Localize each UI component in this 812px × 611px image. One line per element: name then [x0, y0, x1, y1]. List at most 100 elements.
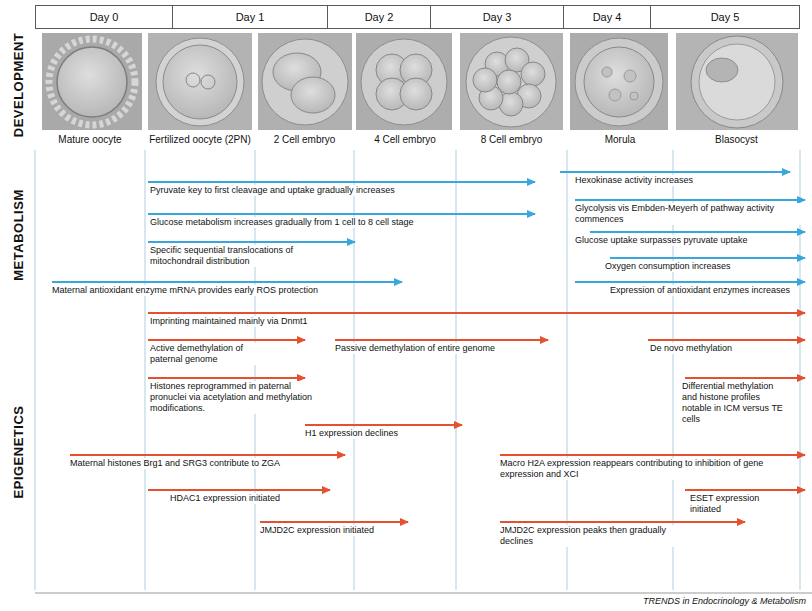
arrow-line [70, 454, 345, 456]
stage-caption: 2 Cell embryo [258, 134, 351, 145]
process-note: H1 expression declines [305, 428, 398, 439]
process-note: Active demethylation of paternal genome [150, 343, 275, 365]
process-note: JMJD2C expression peaks then gradually d… [500, 525, 680, 547]
process-note: Oxygen consumption increases [605, 261, 731, 272]
process-note: Glucose uptake surpasses pyruvate uptake [575, 235, 748, 246]
cell [163, 45, 237, 119]
zona [466, 37, 556, 127]
photo-ground [356, 33, 452, 130]
process-note: Differential methylation and histone pro… [682, 381, 784, 425]
photo-ground [460, 33, 563, 130]
day-header-cell: Day 2 [327, 5, 431, 29]
arrow-line [148, 213, 535, 215]
source-credit: TRENDS in Endocrinology & Metabolism [643, 596, 806, 607]
process-note: Expression of antioxidant enzymes increa… [610, 285, 790, 296]
arrow-line [500, 454, 805, 456]
day-header-cell: Day 5 [650, 5, 800, 29]
photo-ground [42, 33, 142, 130]
arrow-line [575, 199, 805, 201]
process-note: Histones reprogrammed in paternal pronuc… [150, 381, 322, 414]
section-title: METABOLISM [11, 189, 26, 280]
blastomere [630, 92, 638, 100]
stage-caption: Mature oocyte [38, 134, 142, 145]
photo-ground [570, 33, 668, 130]
arrow-line [685, 377, 805, 379]
arrow-line [610, 257, 805, 259]
photo-ground [676, 33, 798, 130]
grid-line [455, 150, 457, 590]
zona [262, 39, 348, 125]
arrow-line [148, 312, 805, 314]
two-cell-photo [258, 33, 352, 130]
cell [400, 78, 432, 110]
stage-caption: Fertilized oocyte (2PN) [148, 134, 252, 145]
arrow-line [685, 489, 805, 491]
arrow-line [148, 489, 330, 491]
process-note: Macro H2A expression reappears contribut… [500, 458, 790, 480]
cell [291, 77, 335, 113]
arrow-line [590, 231, 805, 233]
blastocoel [699, 44, 775, 120]
zona [156, 38, 244, 126]
eight-cell-photo [460, 33, 563, 130]
metabolism-arrows [52, 172, 805, 282]
section-title: EPIGENETICS [11, 406, 26, 499]
mature-oocyte-photo [42, 33, 142, 130]
stage-caption: 4 Cell embryo [357, 134, 453, 145]
arrow-line [148, 181, 535, 183]
blastocyst-photo [676, 33, 798, 130]
morula-mass [584, 47, 654, 117]
morula-photo [570, 33, 668, 130]
pronucleus [201, 75, 215, 89]
arrow-line [560, 171, 790, 173]
day-label: Day 4 [593, 11, 622, 23]
grid-line [353, 150, 355, 590]
arrow-line [148, 241, 355, 243]
day-header-cell: Day 3 [430, 5, 564, 29]
grid-line [566, 150, 568, 590]
arrow-line [148, 339, 305, 341]
epigenetics-arrows [70, 313, 805, 522]
process-note: Maternal histones Brg1 and SRG3 contribu… [70, 458, 280, 469]
process-note: Glycolysis vis Embden-Meyerh of pathway … [575, 203, 803, 225]
day-label: Day 2 [365, 11, 394, 23]
footer-rule [35, 593, 812, 594]
day-label: Day 1 [236, 11, 265, 23]
fertilized-oocyte-photo [148, 33, 252, 130]
process-note: Imprinting maintained mainly via Dnmt1 [150, 316, 308, 327]
day-header-cell: Day 4 [563, 5, 651, 29]
zona [575, 38, 663, 126]
process-note: JMJD2C expression initiated [260, 525, 374, 536]
zona [361, 39, 447, 125]
arrow-line [52, 281, 402, 283]
process-note: De novo methylation [650, 343, 732, 354]
day-header-cell: Day 1 [172, 5, 328, 29]
arrow-line [575, 281, 805, 283]
process-note: HDAC1 expression initiated [170, 493, 280, 504]
trophectoderm [691, 36, 783, 128]
blastomere [624, 70, 636, 82]
stage-caption: 8 Cell embryo [459, 134, 564, 145]
cell [521, 62, 545, 86]
cell [497, 70, 521, 94]
grid-line [254, 150, 256, 590]
day-header-cell: Day 0 [35, 5, 173, 29]
process-note: Passive demethylation of entire genome [335, 343, 495, 354]
stage-caption: Morula [570, 134, 670, 145]
grid-line [144, 150, 146, 590]
day-label: Day 0 [90, 11, 119, 23]
pronucleus [186, 73, 200, 87]
arrow-line [148, 377, 305, 379]
section-title: DEVELOPMENT [11, 33, 26, 137]
process-note: Specific sequential translocations of mi… [150, 245, 325, 267]
four-cell-photo [356, 33, 452, 130]
blastomere [609, 89, 621, 101]
inner-cell-mass [706, 58, 738, 82]
process-note: Glucose metabolism increases gradually f… [150, 217, 414, 228]
arrow-line [260, 521, 408, 523]
cell [473, 68, 497, 92]
stage-caption: Blasocyst [676, 134, 797, 145]
arrow-line [648, 339, 805, 341]
